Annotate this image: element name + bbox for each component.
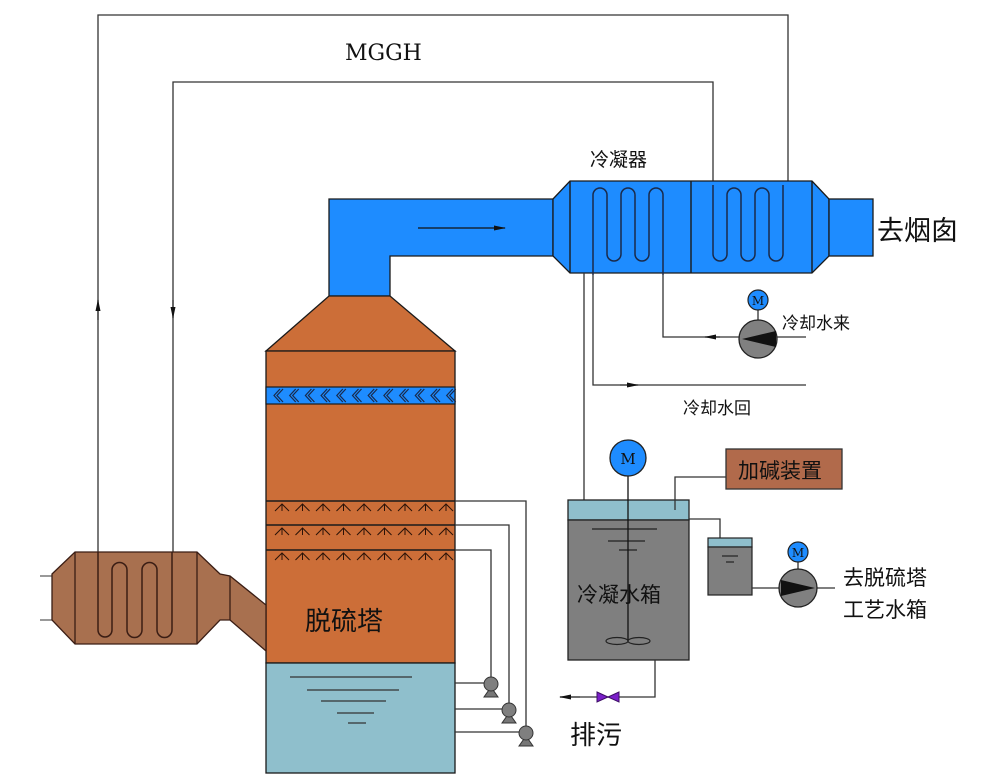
blowdown-valve[interactable] [596,691,620,703]
spray-nozzle [397,503,413,512]
condenser-coil-2 [712,185,784,262]
spray-nozzle [377,503,392,512]
to-tower-process-tank-label-1: 去脱硫塔 [843,566,927,590]
spray-nozzle [315,527,331,536]
spray-nozzle [397,527,413,536]
mggh-heat-exchanger [40,551,267,653]
spray-nozzle [315,552,331,561]
desulfurization-tower [264,295,457,774]
overflow-line [689,518,721,543]
spray-nozzle [274,527,290,536]
spray-nozzle [418,503,433,512]
spray-nozzle [438,503,454,512]
spray-nozzle [274,503,290,512]
spray-nozzle [295,527,310,536]
demister [265,386,456,405]
demister-chevron [288,388,300,403]
svg-text:M: M [792,546,804,560]
demister-chevron [383,388,394,403]
condensate-tank-label: 冷凝水箱 [577,583,661,607]
spray-nozzle [295,552,310,561]
spray-nozzle [418,527,433,536]
blowdown-label: 排污 [570,721,622,751]
spray-nozzle [274,552,290,561]
condenser-label: 冷凝器 [590,149,647,171]
recirculation-loops [455,500,527,733]
mggh-outer-loop [95,14,789,555]
mggh-label: MGGH [345,41,422,66]
spray-nozzle [356,527,372,536]
tower-sump [265,662,456,774]
demister-chevron [335,388,347,403]
condensate-tank: M [567,439,690,661]
cooling-water-return-line [592,275,806,388]
spray-nozzle [356,503,372,512]
cooling-water-return-label: 冷却水回 [683,399,751,419]
overflow-tank [707,537,753,596]
motor-icon [747,289,769,311]
recirculation-pump-3 [518,725,534,747]
condenser [552,180,874,275]
spray-nozzle [377,552,392,561]
alkali-dosing-label: 加碱装置 [738,459,822,483]
demister-chevron [414,388,425,403]
spray-nozzle [295,503,310,512]
demister-chevron [445,388,457,403]
svg-text:M: M [620,450,635,468]
spray-nozzle [336,527,351,536]
transfer-pump: M [752,541,835,608]
condenser-coil-1 [592,187,664,275]
to-tower-process-tank-label-2: 工艺水箱 [843,598,927,622]
demister-chevron [351,388,362,403]
spray-nozzle [418,552,433,561]
demister-chevrons [273,388,457,403]
cooling-water-pump: M [738,289,778,359]
spray-nozzle [336,552,351,561]
motor-icon [787,541,809,563]
demister-chevron [398,388,410,403]
demister-chevron [430,388,441,403]
to-chimney-label: 去烟囱 [877,216,958,247]
cooling-water-in-label: 冷却水来 [782,314,850,334]
demister-chevron [320,388,331,403]
spray-nozzle [438,552,454,561]
spray-nozzle [336,503,351,512]
agitator-motor-icon [609,439,647,477]
spray-nozzle [397,552,413,561]
demister-chevron [304,388,315,403]
demister-chevron [367,388,378,403]
alkali-feed-line [674,476,726,510]
flue-duct [328,198,554,297]
spray-nozzle [356,552,372,561]
recirculation-pump-2 [501,702,517,724]
mggh-inner-loop [170,81,714,555]
spray-nozzles [274,503,454,561]
alkali-dosing-unit [725,448,843,490]
mggh-coil [97,552,173,639]
spray-nozzle [315,503,331,512]
recirculation-pump-1 [483,676,499,698]
svg-text:M: M [752,294,764,308]
demister-chevron [273,388,284,403]
tower-label: 脱硫塔 [305,607,383,637]
blowdown-line [559,660,656,700]
spray-nozzle [377,527,392,536]
spray-nozzle [438,527,454,536]
